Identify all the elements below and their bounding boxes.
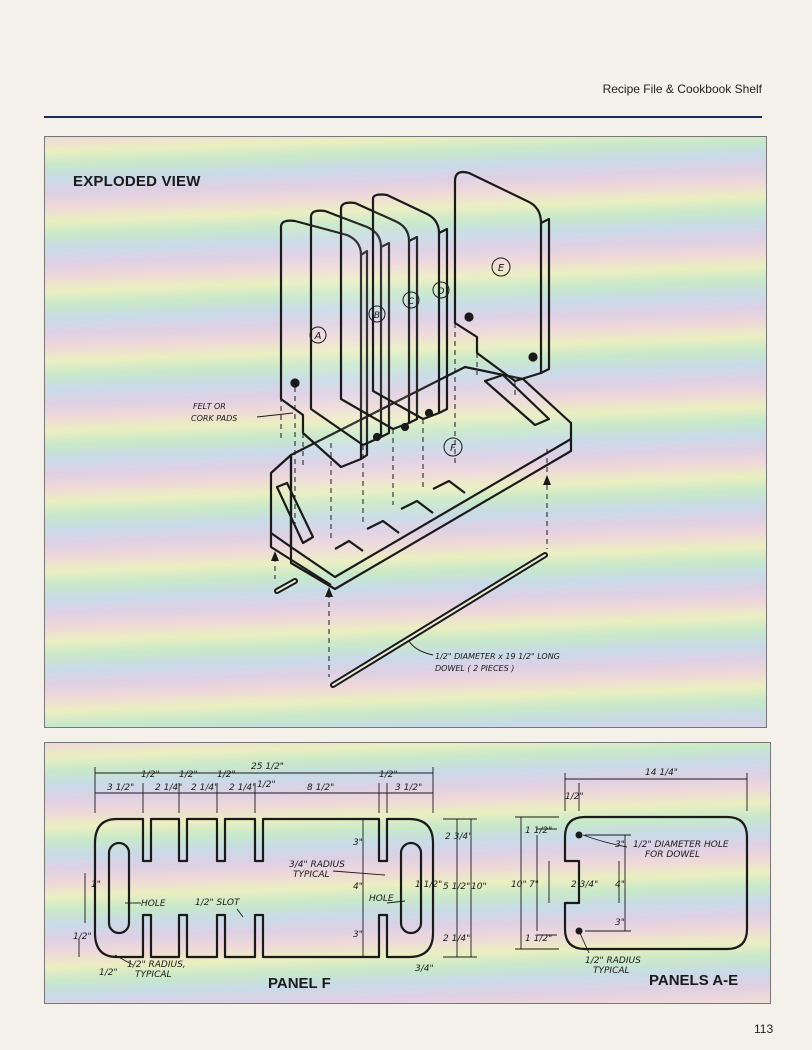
dim-center: 8 1/2" [307,783,334,793]
v-12b: 1/2" [99,968,118,978]
dim-slot-4: 1/2" [257,780,276,790]
felt-note-line-1: FELT OR [193,402,226,411]
ae-v-7: 7" [529,880,539,890]
panel-f-base [289,365,573,579]
felt-note-line-2: CORK PADS [191,414,237,423]
plans-drawing: 25 1/2" 3 1/2" 2 1/4" 2 1/4" 2 1/4" 1/2"… [73,762,749,980]
dim-mid1: 2 1/4" [155,783,182,793]
page-header: Recipe File & Cookbook Shelf [44,78,762,124]
v-2-14: 2 1/4" [443,934,470,944]
dim-slot-1: 1/2" [141,770,160,780]
ae-radius-line-2: TYPICAL [593,966,630,976]
dim-slot-2: 1/2" [179,770,198,780]
v-2-34: 2 3/4" [445,832,472,842]
hole-note-line-1: 1/2" DIAMETER HOLE [633,840,729,850]
slot-note: 1/2" SLOT [195,898,241,908]
hole-note-line-2: FOR DOWEL [645,850,700,860]
radius-half-line-2: TYPICAL [135,970,172,980]
dim-w-12: 1/2" [565,792,584,802]
radius-half-line-1: 1/2" RADIUS, [127,960,186,970]
label-a: A [314,331,322,342]
ae-v-4: 4" [615,880,625,890]
plans-panel: 25 1/2" 3 1/2" 2 1/4" 2 1/4" 2 1/4" 1/2"… [44,742,771,1004]
dim-mid2: 2 1/4" [191,783,218,793]
v-10: 10" [471,882,487,892]
radius-34-line-2: TYPICAL [293,870,330,880]
v-3b: 3" [353,930,363,940]
dim-slot-5: 1/2" [379,770,398,780]
exploded-view-title: EXPLODED VIEW [73,173,201,190]
dim-mid3: 2 1/4" [229,783,256,793]
ae-v-3a: 3" [615,840,625,850]
dim-width: 14 1/4" [645,768,678,778]
panels-ae-title: PANELS A-E [649,972,739,989]
dim-slot-3: 1/2" [217,770,236,780]
page-number: 113 [754,1022,774,1036]
panel-f-left-slot [107,841,131,935]
header-rule [44,116,762,118]
ae-v-10: 10" [511,880,527,890]
hole-left: HOLE [141,899,166,909]
ae-v-3b: 3" [615,918,625,928]
v-12a: 1/2" [73,932,92,942]
radius-34-line-1: 3/4" RADIUS [289,860,345,870]
dowel-note-line-2: DOWEL ( 2 PIECES ) [435,664,514,673]
panel-f-title: PANEL F [268,975,331,992]
v-34: 3/4" [415,964,434,974]
v-5-12: 5 1/2" [443,882,470,892]
ae-v-1-12a: 1 1/2" [525,826,552,836]
v-3a: 3" [353,838,363,848]
exploded-view-panel: A B C D E F FELT OR CORK PADS 1/2" DIAME… [44,136,767,728]
ae-radius-line-1: 1/2" RADIUS [585,956,641,966]
ae-notch: 2 3/4" [571,880,598,890]
label-b: B [374,311,380,321]
v-1: 1" [91,880,101,890]
panel-ae-outline [563,815,749,951]
dim-overall: 25 1/2" [251,762,284,772]
v-4: 4" [353,882,363,892]
panel-f-outline [93,817,435,959]
label-e: E [498,263,505,274]
label-d: D [438,287,445,297]
panel-e [453,170,543,383]
label-c: C [408,297,415,307]
exploded-view-drawing: A B C D E F FELT OR CORK PADS 1/2" DIAME… [191,170,573,688]
dim-right: 3 1/2" [395,783,422,793]
dowel-note-line-1: 1/2" DIAMETER x 19 1/2" LONG [435,652,560,661]
panel-f-right-slot [399,841,423,935]
running-head: Recipe File & Cookbook Shelf [602,82,762,96]
ae-v-1-12b: 1 1/2" [525,934,552,944]
label-f: F [450,443,456,454]
hole-right: HOLE [369,894,394,904]
dim-left: 3 1/2" [107,783,134,793]
v-1-12: 1 1/2" [415,880,442,890]
